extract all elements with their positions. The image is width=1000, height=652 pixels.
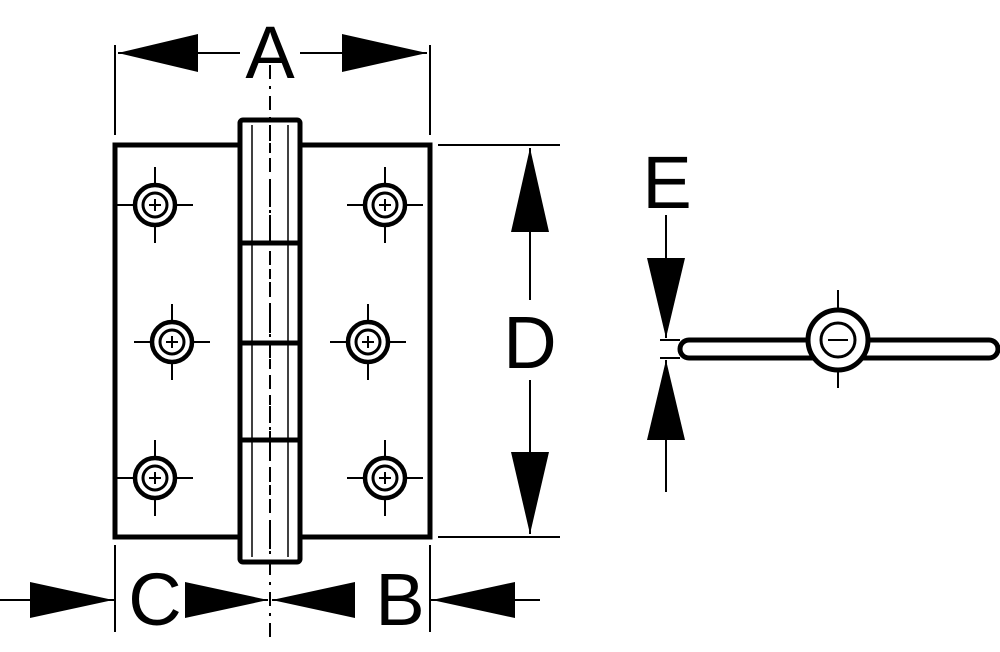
dimension-d: D (438, 144, 560, 538)
dimension-b: B (272, 545, 540, 641)
dimension-e: E (642, 141, 692, 492)
side-view (677, 290, 1000, 388)
dimension-label-c: C (128, 558, 181, 641)
hinge-knuckle (237, 117, 303, 565)
dimension-label-d: D (503, 301, 556, 384)
dimension-c: C (0, 545, 268, 641)
dimension-label-b: B (375, 558, 424, 641)
dimension-label-a: A (245, 11, 295, 94)
dimension-label-e: E (642, 141, 691, 224)
dimension-a: A (114, 11, 431, 135)
